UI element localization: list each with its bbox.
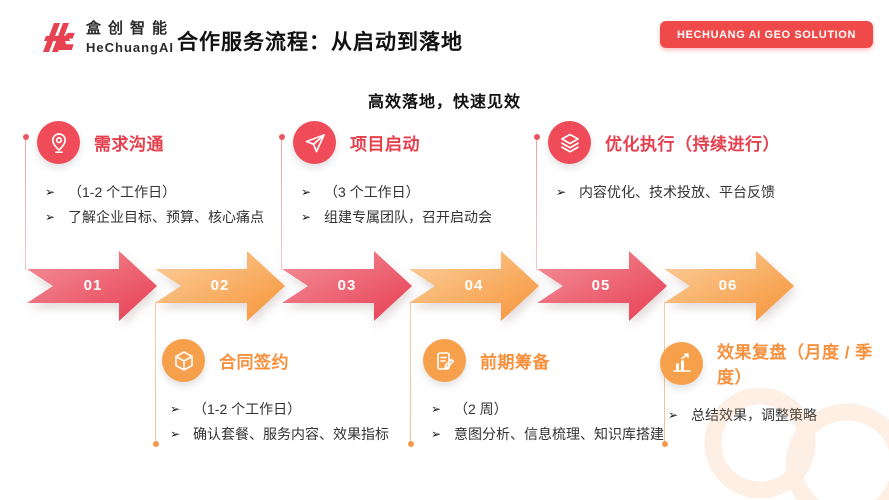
bullet-text: （1-2 个工作日） [193, 401, 302, 417]
step-bullets: ➢ （2 周） ➢ 意图分析、信息梳理、知识库搭建 [431, 397, 664, 447]
rings-watermark-icon [704, 388, 889, 500]
connector-line [152, 302, 159, 447]
bullet-arrow-icon: ➢ [431, 427, 442, 441]
connector-dot [152, 441, 159, 447]
step-number: 03 [337, 277, 357, 294]
step-card-contract: 合同签约 ➢ （1-2 个工作日） ➢ 确认套餐、服务内容、效果指标 [162, 339, 389, 447]
step-card-kickoff: 项目启动 ➢ （3 个工作日） ➢ 组建专属团队，召开启动会 [293, 121, 492, 230]
connector-line [22, 134, 29, 270]
connector-line [533, 134, 540, 270]
subtitle: 高效落地，快速见效 [367, 94, 521, 111]
logo-cn-name: 盒创智能 [86, 20, 175, 37]
paper-plane-icon [293, 121, 336, 164]
flow-arrow-05 [537, 251, 669, 323]
step-number: 06 [718, 277, 738, 294]
page-title: 合作服务流程：从启动到落地 [177, 31, 463, 54]
bullet-arrow-icon: ➢ [170, 427, 181, 441]
step-number: 01 [83, 277, 103, 294]
flow-arrow-04 [409, 251, 541, 323]
flow-arrow-01 [27, 251, 159, 323]
bullet-arrow-icon: ➢ [301, 185, 312, 199]
bullet-arrow-icon: ➢ [556, 185, 567, 199]
bullet-text: 内容优化、技术投放、平台反馈 [579, 184, 775, 200]
step-number: 04 [464, 277, 484, 294]
connector-dot [533, 134, 540, 140]
bullet-text: （1-2 个工作日） [68, 184, 177, 200]
layers-icon [548, 121, 591, 164]
connector-line [407, 302, 414, 447]
connector-dot [22, 134, 29, 140]
bullet-arrow-icon: ➢ [45, 210, 56, 224]
logo-text: 盒创智能 HeChuangAI [86, 21, 174, 54]
bullet-arrow-icon: ➢ [668, 408, 679, 422]
step-bullets: ➢ （1-2 个工作日） ➢ 了解企业目标、预算、核心痛点 [45, 180, 264, 230]
step-bullets: ➢ （1-2 个工作日） ➢ 确认套餐、服务内容、效果指标 [170, 397, 389, 447]
step-title: 项目启动 [350, 135, 420, 154]
flow-arrow-03 [282, 251, 414, 323]
solution-badge: HECHUANG AI GEO SOLUTION [660, 21, 873, 48]
flow-arrow-02 [155, 251, 287, 323]
step-title: 优化执行（持续进行） [605, 135, 780, 154]
bullet-text: 了解企业目标、预算、核心痛点 [68, 209, 264, 225]
map-pin-icon [37, 121, 80, 164]
chart-growth-icon [660, 341, 703, 385]
step-bullets: ➢ （3 个工作日） ➢ 组建专属团队，召开启动会 [301, 180, 492, 230]
bullet-text: 总结效果，调整策略 [691, 407, 817, 423]
step-title: 效果复盘（月度 / 季度） [717, 343, 873, 387]
bullet-text: 意图分析、信息梳理、知识库搭建 [454, 426, 664, 442]
connector-dot [661, 441, 668, 447]
logo-en-name: HeChuangAI [86, 40, 174, 55]
bullet-arrow-icon: ➢ [431, 402, 442, 416]
step-card-review: 效果复盘（月度 / 季度） ➢ 总结效果，调整策略 [660, 338, 889, 428]
step-card-optimization: 优化执行（持续进行） ➢ 内容优化、技术投放、平台反馈 [548, 121, 780, 205]
step-bullets: ➢ 内容优化、技术投放、平台反馈 [556, 180, 780, 205]
connector-dot [407, 441, 414, 447]
step-title: 合同签约 [219, 353, 289, 372]
document-edit-icon [423, 339, 466, 382]
connector-dot [278, 134, 285, 140]
bullet-text: （2 周） [454, 401, 508, 417]
bullet-text: 确认套餐、服务内容、效果指标 [193, 426, 389, 442]
bullet-text: 组建专属团队，召开启动会 [324, 209, 492, 225]
bullet-arrow-icon: ➢ [45, 185, 56, 199]
step-title: 需求沟通 [94, 135, 164, 154]
connector-line [278, 134, 285, 270]
step-number: 02 [210, 277, 230, 294]
step-bullets: ➢ 总结效果，调整策略 [668, 403, 889, 428]
step-title: 前期筹备 [480, 353, 550, 372]
bullet-arrow-icon: ➢ [301, 210, 312, 224]
package-icon [162, 339, 205, 382]
step-card-requirements: 需求沟通 ➢ （1-2 个工作日） ➢ 了解企业目标、预算、核心痛点 [37, 121, 264, 230]
bullet-text: （3 个工作日） [324, 184, 420, 200]
step-number: 05 [591, 277, 611, 294]
step-card-preparation: 前期筹备 ➢ （2 周） ➢ 意图分析、信息梳理、知识库搭建 [423, 339, 664, 447]
bullet-arrow-icon: ➢ [170, 402, 181, 416]
hechuang-logo-icon [43, 23, 75, 52]
flow-arrow-06 [664, 251, 796, 323]
